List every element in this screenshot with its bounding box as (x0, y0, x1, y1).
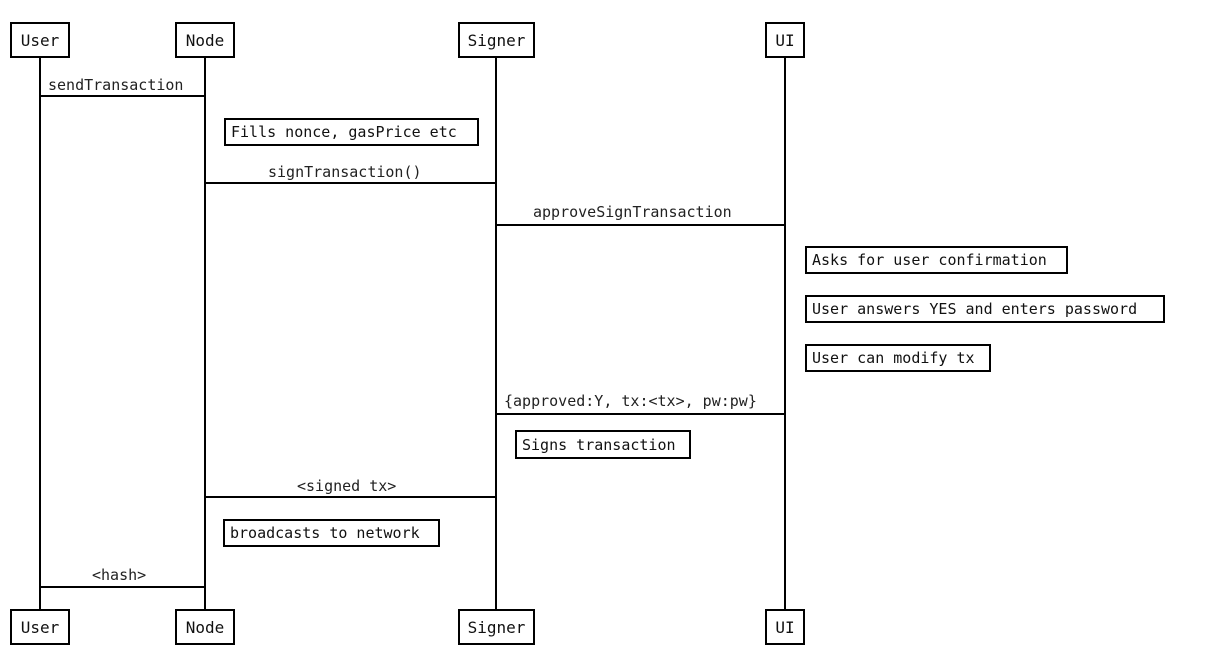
note-fills-nonce[interactable]: Fills nonce, gasPrice etc (224, 118, 479, 146)
participant-signer-bottom[interactable]: Signer (458, 609, 535, 645)
message-line-signTransaction (204, 182, 496, 184)
note-signs-transaction[interactable]: Signs transaction (515, 430, 691, 459)
note-user-can-modify-tx[interactable]: User can modify tx (805, 344, 991, 372)
message-label-signTransaction: signTransaction() (268, 163, 422, 181)
message-line-signed-tx (204, 496, 496, 498)
participant-user-top[interactable]: User (10, 22, 70, 58)
note-label-fills-nonce: Fills nonce, gasPrice etc (231, 123, 457, 141)
participant-node-bottom[interactable]: Node (175, 609, 235, 645)
note-label-asks-confirmation: Asks for user confirmation (812, 251, 1047, 269)
message-label-approveSignTransaction: approveSignTransaction (533, 203, 732, 221)
activation-node (204, 95, 206, 586)
message-line-sendTransaction (39, 95, 205, 97)
participant-label-node-bottom: Node (185, 617, 225, 637)
note-user-answers-yes[interactable]: User answers YES and enters password (805, 295, 1165, 323)
activation-signer (495, 182, 497, 496)
participant-label-signer: Signer (467, 30, 526, 50)
note-label-broadcasts-network: broadcasts to network (230, 524, 420, 542)
participant-label-user: User (20, 30, 60, 50)
message-label-approved-response: {approved:Y, tx:<tx>, pw:pw} (504, 392, 757, 410)
participant-label-ui: UI (775, 30, 795, 50)
participant-label-user-bottom: User (20, 617, 60, 637)
activation-user (39, 95, 41, 586)
note-label-user-answers-yes: User answers YES and enters password (812, 300, 1138, 318)
note-asks-confirmation[interactable]: Asks for user confirmation (805, 246, 1068, 274)
participant-label-ui-bottom: UI (775, 617, 795, 637)
note-broadcasts-network[interactable]: broadcasts to network (223, 519, 440, 547)
participant-node-top[interactable]: Node (175, 22, 235, 58)
participant-ui-bottom[interactable]: UI (765, 609, 805, 645)
participant-ui-top[interactable]: UI (765, 22, 805, 58)
message-label-sendTransaction: sendTransaction (48, 76, 184, 94)
participant-signer-top[interactable]: Signer (458, 22, 535, 58)
participant-user-bottom[interactable]: User (10, 609, 70, 645)
note-label-user-can-modify-tx: User can modify tx (812, 349, 975, 367)
message-line-approveSignTransaction (495, 224, 785, 226)
message-label-signed-tx: <signed tx> (297, 477, 397, 495)
participant-label-signer-bottom: Signer (467, 617, 526, 637)
participant-label-node: Node (185, 30, 225, 50)
message-line-hash (39, 586, 205, 588)
activation-ui (784, 224, 786, 413)
note-label-signs-transaction: Signs transaction (522, 435, 676, 454)
message-label-hash: <hash> (92, 566, 147, 584)
message-line-approved-response (495, 413, 785, 415)
